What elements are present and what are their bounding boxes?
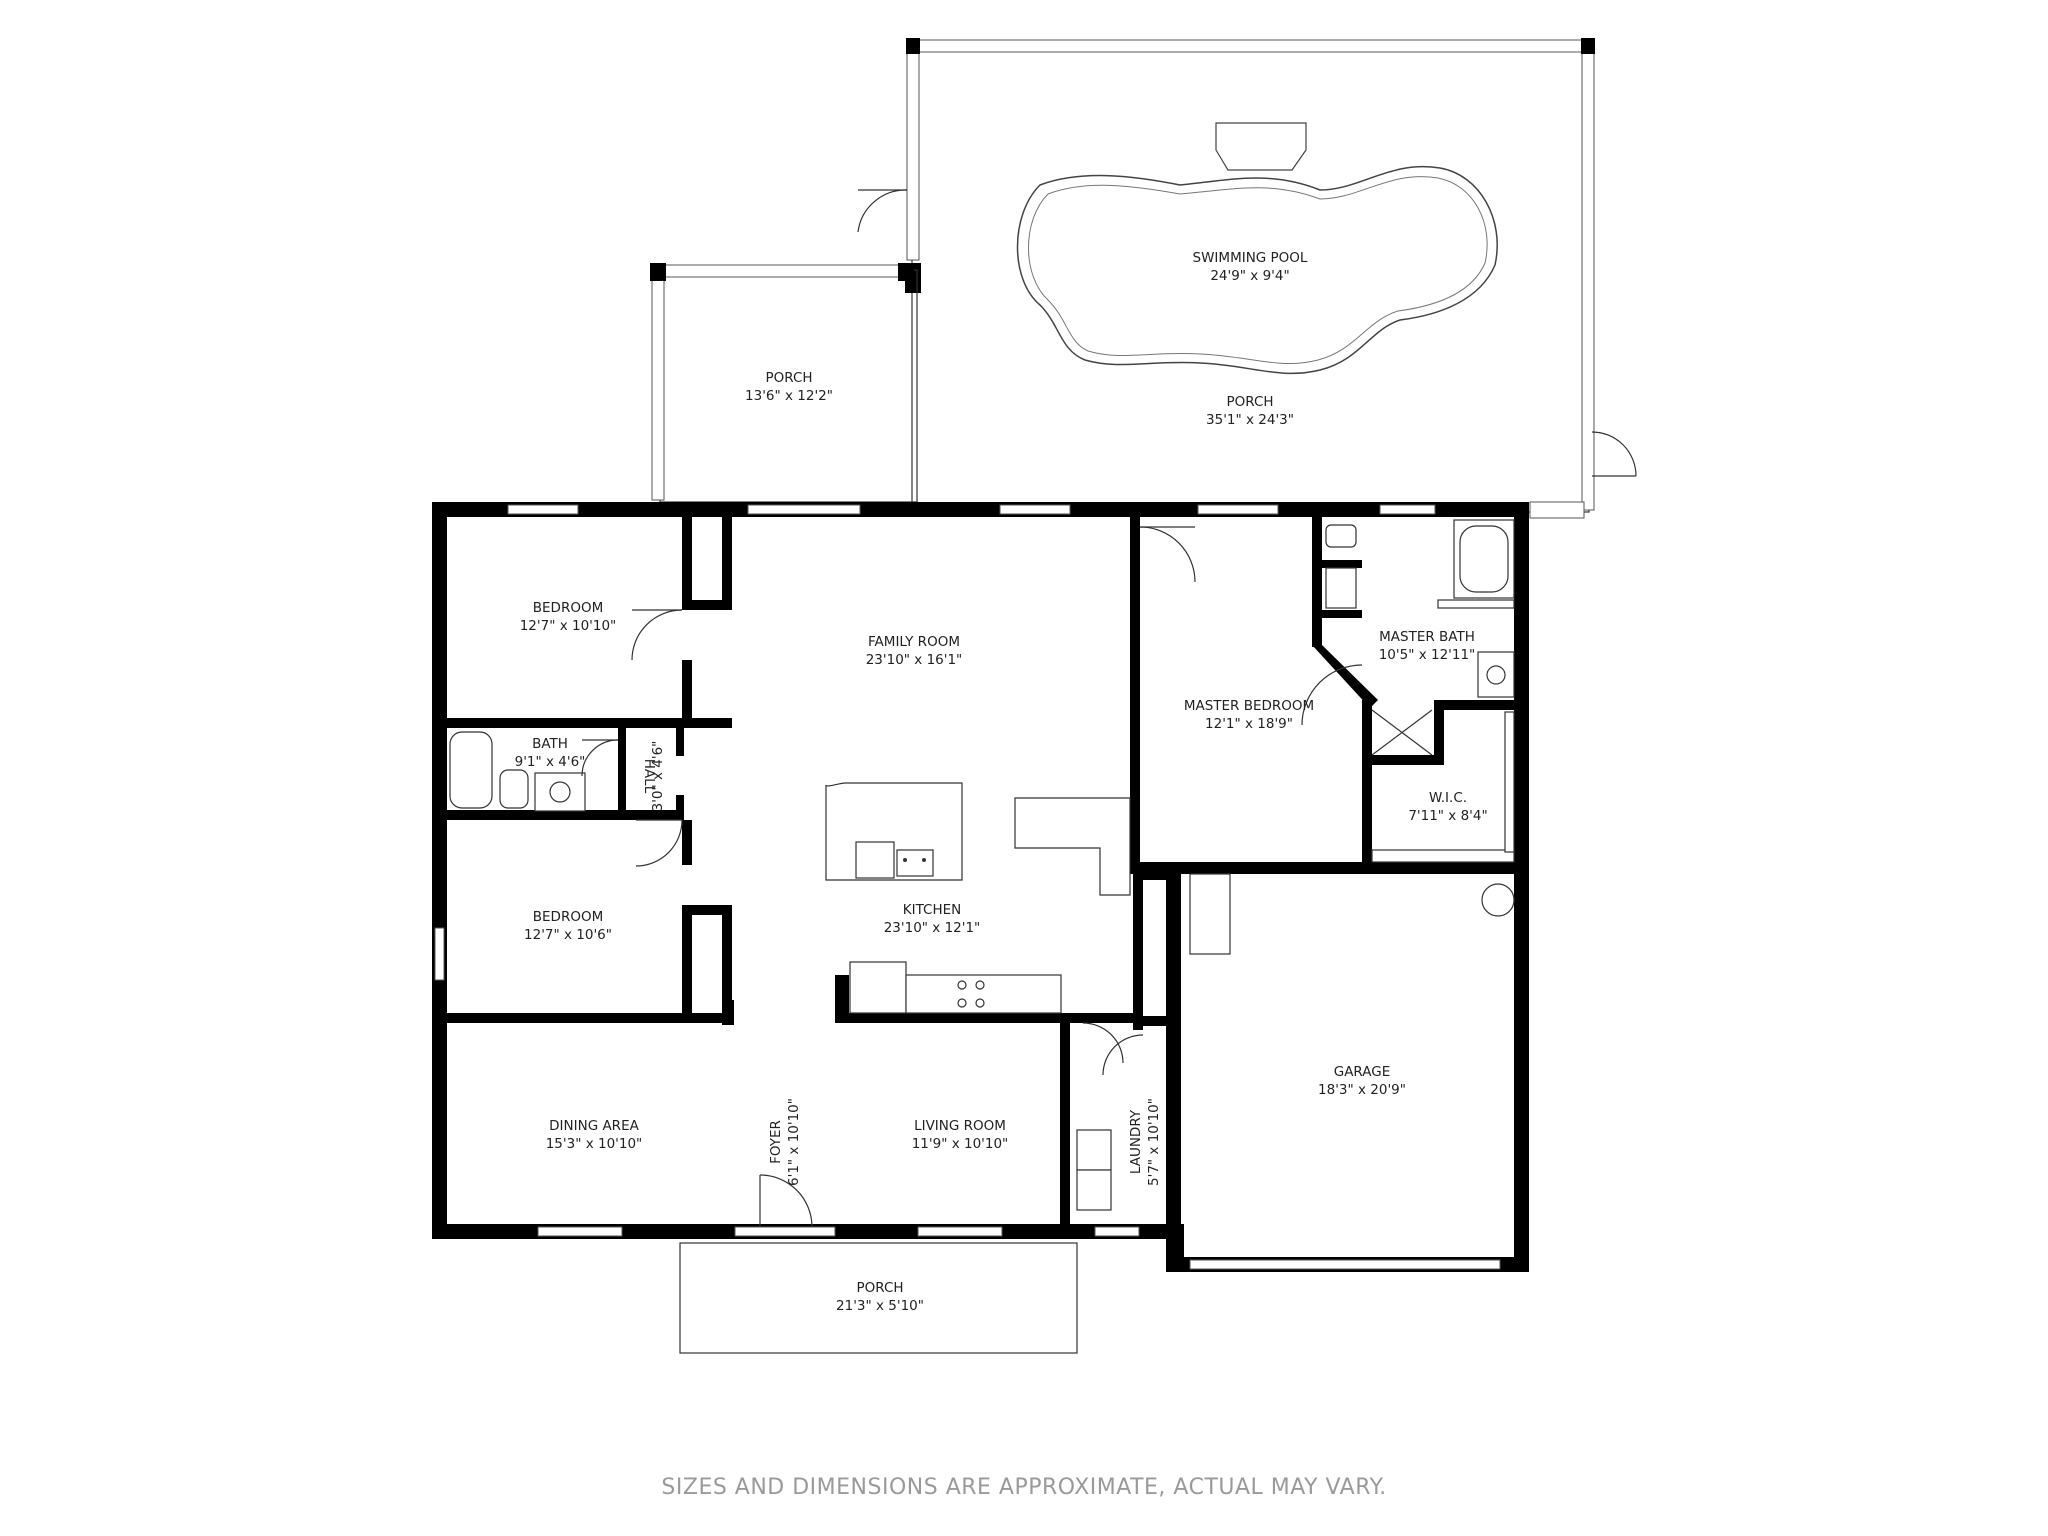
room-dims: 6'1" x 10'10" bbox=[786, 1098, 802, 1186]
room-name: BEDROOM bbox=[533, 909, 603, 925]
room-name: LIVING ROOM bbox=[914, 1118, 1006, 1134]
room-dims: 21'3" x 5'10" bbox=[836, 1298, 924, 1314]
room-name: PORCH bbox=[856, 1280, 903, 1296]
room-dims: 15'3" x 10'10" bbox=[546, 1136, 643, 1152]
room-dims: 10'5" x 12'11" bbox=[1379, 647, 1476, 663]
room-name: MASTER BATH bbox=[1379, 629, 1475, 645]
room-name: PORCH bbox=[765, 370, 812, 386]
laundry-appliances bbox=[1076, 1129, 1112, 1211]
room-dims: 11'9" x 10'10" bbox=[912, 1136, 1009, 1152]
room-dims: 9'1" x 4'6" bbox=[515, 754, 586, 770]
kitchen-counter bbox=[849, 797, 1131, 1014]
windows bbox=[434, 501, 1585, 1270]
doors bbox=[631, 526, 1363, 1228]
room-name: BEDROOM bbox=[533, 600, 603, 616]
room-name: DINING AREA bbox=[549, 1118, 639, 1134]
room-labels: PORCH 35'1" x 24'3" SWIMMING POOL 24'9" … bbox=[515, 250, 1488, 1314]
garage-fixtures bbox=[1189, 873, 1515, 955]
room-dims: 12'7" x 10'10" bbox=[520, 618, 617, 634]
room-dims: 7'11" x 8'4" bbox=[1408, 808, 1487, 824]
kitchen-island bbox=[825, 782, 963, 881]
room-dims: 23'10" x 16'1" bbox=[866, 652, 963, 668]
room-dims: 5'7" x 10'10" bbox=[1146, 1098, 1162, 1186]
front-porch-outline bbox=[679, 1242, 1078, 1354]
room-name: W.I.C. bbox=[1429, 790, 1467, 806]
room-name: LAUNDRY bbox=[1128, 1109, 1144, 1174]
room-dims: 35'1" x 24'3" bbox=[1206, 412, 1294, 428]
wic-shelves bbox=[1371, 711, 1515, 863]
room-dims: 3'0" x 4'6" bbox=[650, 741, 666, 812]
room-dims: 18'3" x 20'9" bbox=[1318, 1082, 1406, 1098]
room-name: MASTER BEDROOM bbox=[1184, 698, 1314, 714]
room-name: GARAGE bbox=[1334, 1064, 1391, 1080]
master-bath-fixtures bbox=[1325, 519, 1515, 756]
bath-fixtures bbox=[449, 731, 619, 812]
left-porch-outline bbox=[650, 263, 918, 503]
room-name: FOYER bbox=[768, 1120, 784, 1164]
room-dims: 12'1" x 18'9" bbox=[1205, 716, 1293, 732]
room-name: PORCH bbox=[1226, 394, 1273, 410]
room-name: BATH bbox=[532, 736, 568, 752]
disclaimer-text: SIZES AND DIMENSIONS ARE APPROXIMATE, AC… bbox=[661, 1475, 1386, 1500]
room-name: SWIMMING POOL bbox=[1193, 250, 1308, 266]
room-dims: 12'7" x 10'6" bbox=[524, 927, 612, 943]
room-name: KITCHEN bbox=[903, 902, 962, 918]
room-dims: 24'9" x 9'4" bbox=[1210, 268, 1289, 284]
room-dims: 13'6" x 12'2" bbox=[745, 388, 833, 404]
swimming-pool-shape bbox=[1016, 122, 1498, 375]
room-dims: 23'10" x 12'1" bbox=[884, 920, 981, 936]
room-name: HALL bbox=[641, 759, 657, 794]
interior-walls bbox=[432, 502, 1529, 1233]
room-name: FAMILY ROOM bbox=[868, 634, 960, 650]
